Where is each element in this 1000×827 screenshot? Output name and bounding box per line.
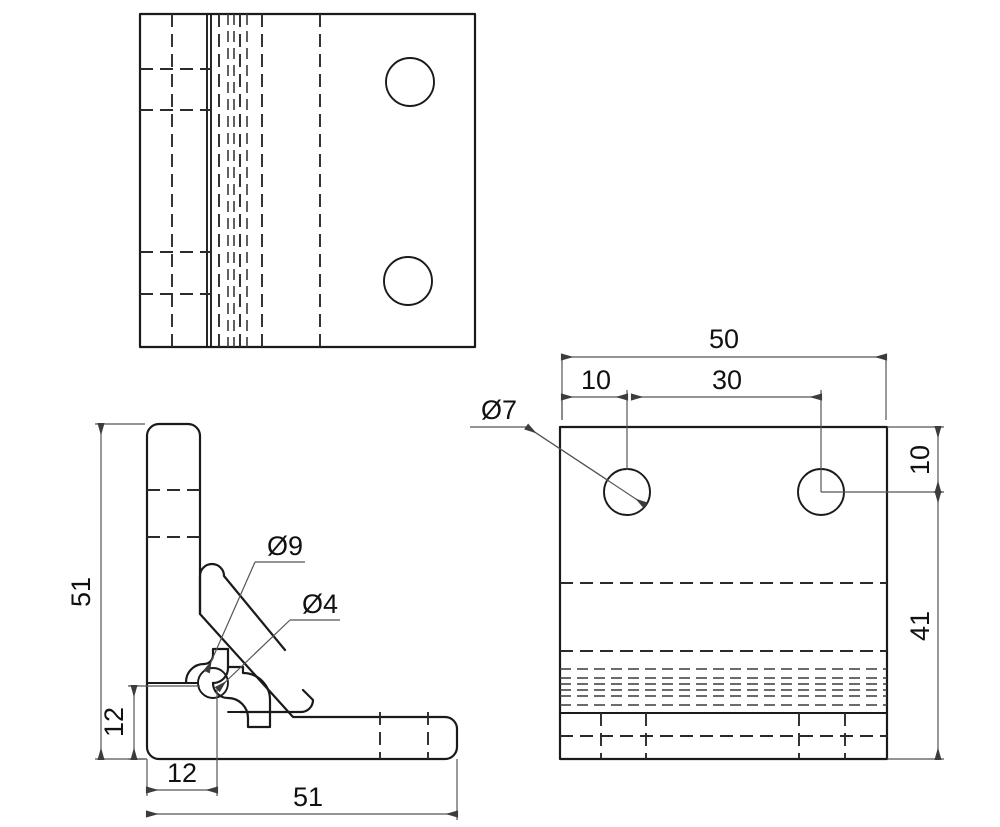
dimtext-dia4: Ø4 bbox=[302, 589, 338, 619]
top-view-hole-lower bbox=[383, 256, 433, 306]
dimtext-12v: 12 bbox=[99, 707, 129, 737]
leader-dia7-tail-b bbox=[524, 423, 610, 482]
top-view bbox=[138, 12, 477, 349]
front-view-outline bbox=[145, 422, 459, 761]
leader-dia9-tail bbox=[203, 561, 256, 674]
leader-dia4-tail bbox=[214, 619, 291, 693]
right-view bbox=[558, 425, 889, 761]
dimtext-12h: 12 bbox=[167, 758, 197, 788]
dimtext-dia9: Ø9 bbox=[267, 531, 303, 561]
front-view bbox=[145, 422, 459, 761]
dimtext-30: 30 bbox=[712, 365, 742, 395]
right-view-hole-left bbox=[603, 468, 651, 516]
dimtext-dia7: Ø7 bbox=[481, 395, 517, 425]
dimtext-51v: 51 bbox=[66, 577, 96, 607]
dimtext-51h: 51 bbox=[293, 782, 323, 812]
dimtext-41: 41 bbox=[905, 611, 935, 641]
front-view-inner-rib bbox=[198, 562, 287, 652]
keyhole-slot-small bbox=[211, 665, 272, 729]
top-view-hole-upper bbox=[385, 57, 435, 107]
top-view-outline bbox=[138, 12, 477, 349]
keyhole-slot-large bbox=[184, 647, 230, 685]
dimension-group-right-view: 50 10 30 10 41 Ø7 bbox=[470, 324, 944, 761]
dimtext-10h: 10 bbox=[581, 365, 611, 395]
dimtext-10v: 10 bbox=[905, 445, 935, 475]
right-view-outline bbox=[558, 425, 889, 761]
dimtext-50: 50 bbox=[709, 324, 739, 354]
front-view-rib-lower bbox=[238, 688, 315, 714]
dimension-group-front-view: 51 12 12 51 Ø9 Ø4 bbox=[66, 422, 459, 820]
